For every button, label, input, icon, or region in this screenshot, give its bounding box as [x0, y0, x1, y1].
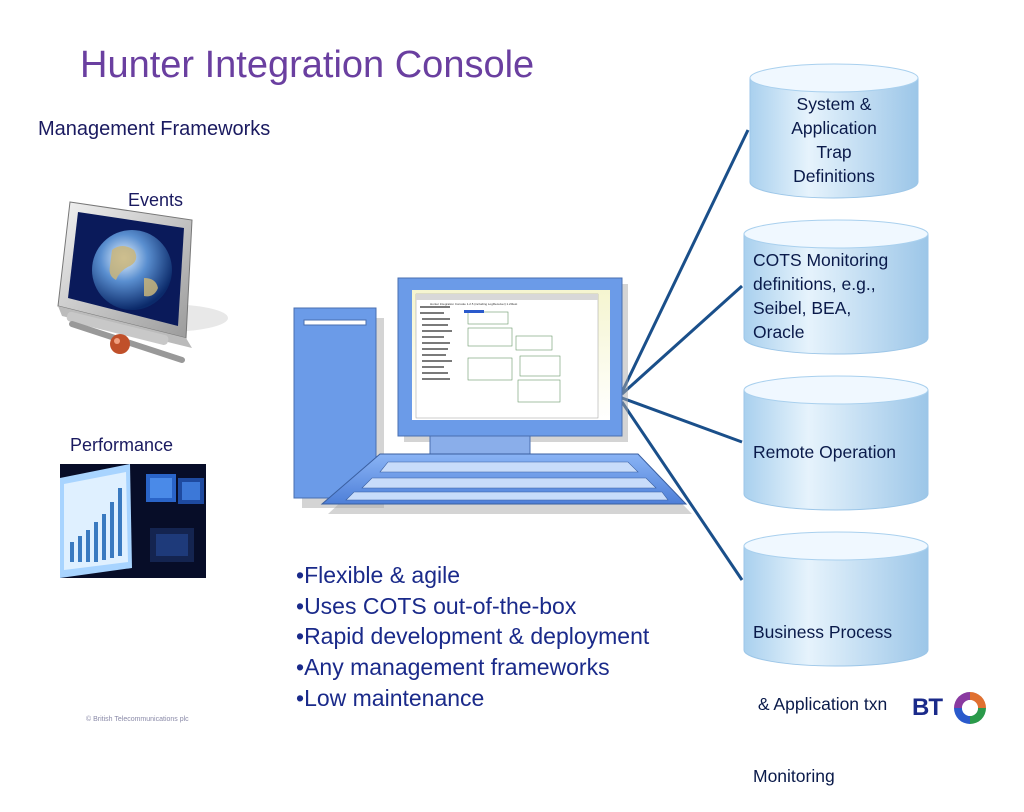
database-label-business-process: Business Process & Application txn Monit…: [753, 622, 893, 786]
database-cylinder-business-process: [743, 531, 929, 667]
database-cylinder-cots: [743, 219, 929, 355]
performance-dashboard-image: [60, 464, 206, 578]
management-frameworks-heading: Management Frameworks: [38, 118, 271, 140]
bullet-item: Low maintenance: [296, 683, 649, 714]
connector-line-business-process: [620, 401, 744, 581]
bullet-item: Rapid development & deployment: [296, 621, 649, 652]
events-label: Events: [128, 190, 184, 210]
database-cylinder-remote-operation: [743, 375, 929, 511]
performance-label: Performance: [70, 435, 174, 455]
connector-line-cots: [620, 284, 744, 396]
connector-line-system-traps: [620, 129, 750, 393]
database-label-remote-operation: Remote Operation: [753, 442, 896, 462]
computer-illustration: [293, 277, 692, 514]
database-cylinder-system-traps: [749, 63, 919, 199]
bullet-item: Uses COTS out-of-the-box: [296, 591, 649, 622]
screen-window-title: Hunter Integration Console 1.2.5 (includ…: [430, 302, 518, 306]
bullet-item: Any management frameworks: [296, 652, 649, 683]
database-label-system-traps: System & Application Trap Definitions: [791, 94, 877, 186]
globe-monitor-icon: [57, 201, 228, 363]
bt-logo-text: BT: [912, 694, 943, 721]
bt-piper-globe-icon: [954, 692, 986, 724]
database-label-cots: COTS Monitoring definitions, e.g., Seibe…: [753, 250, 889, 342]
slide-title: Hunter Integration Console: [80, 44, 535, 86]
copyright-footer: © British Telecommunications plc: [86, 716, 189, 723]
connector-line-remote-operation: [621, 396, 743, 444]
connector-lines: [620, 129, 750, 581]
feature-bullet-list: Flexible & agile Uses COTS out-of-the-bo…: [296, 560, 649, 714]
bt-logo: BT: [912, 688, 992, 728]
bullet-item: Flexible & agile: [296, 560, 649, 591]
